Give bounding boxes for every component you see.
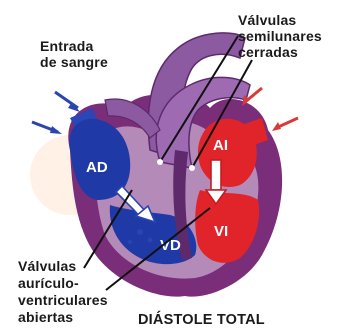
inflow-arrow-red-right — [272, 118, 298, 131]
rv-fleck — [148, 238, 153, 243]
label-phase-title: DIÁSTOLE TOTAL — [138, 312, 265, 328]
label-av-valves: Válvulas aurículo- ventriculares abierta… — [18, 258, 108, 326]
valve-marker — [189, 165, 195, 171]
label-right-atrium: AD — [86, 159, 108, 176]
valve-marker — [157, 159, 163, 165]
label-semilunar-valves: Válvulas semilunares cerradas — [238, 12, 322, 60]
label-blood-inflow: Entrada de sangre — [40, 38, 108, 70]
label-left-ventricle: VI — [214, 223, 228, 240]
inflow-arrow-blue-top — [55, 92, 80, 112]
label-left-atrium: AI — [213, 137, 228, 154]
rv-fleck — [128, 240, 132, 244]
rv-fleck — [137, 229, 143, 235]
inflow-arrow-blue-left — [32, 122, 62, 134]
